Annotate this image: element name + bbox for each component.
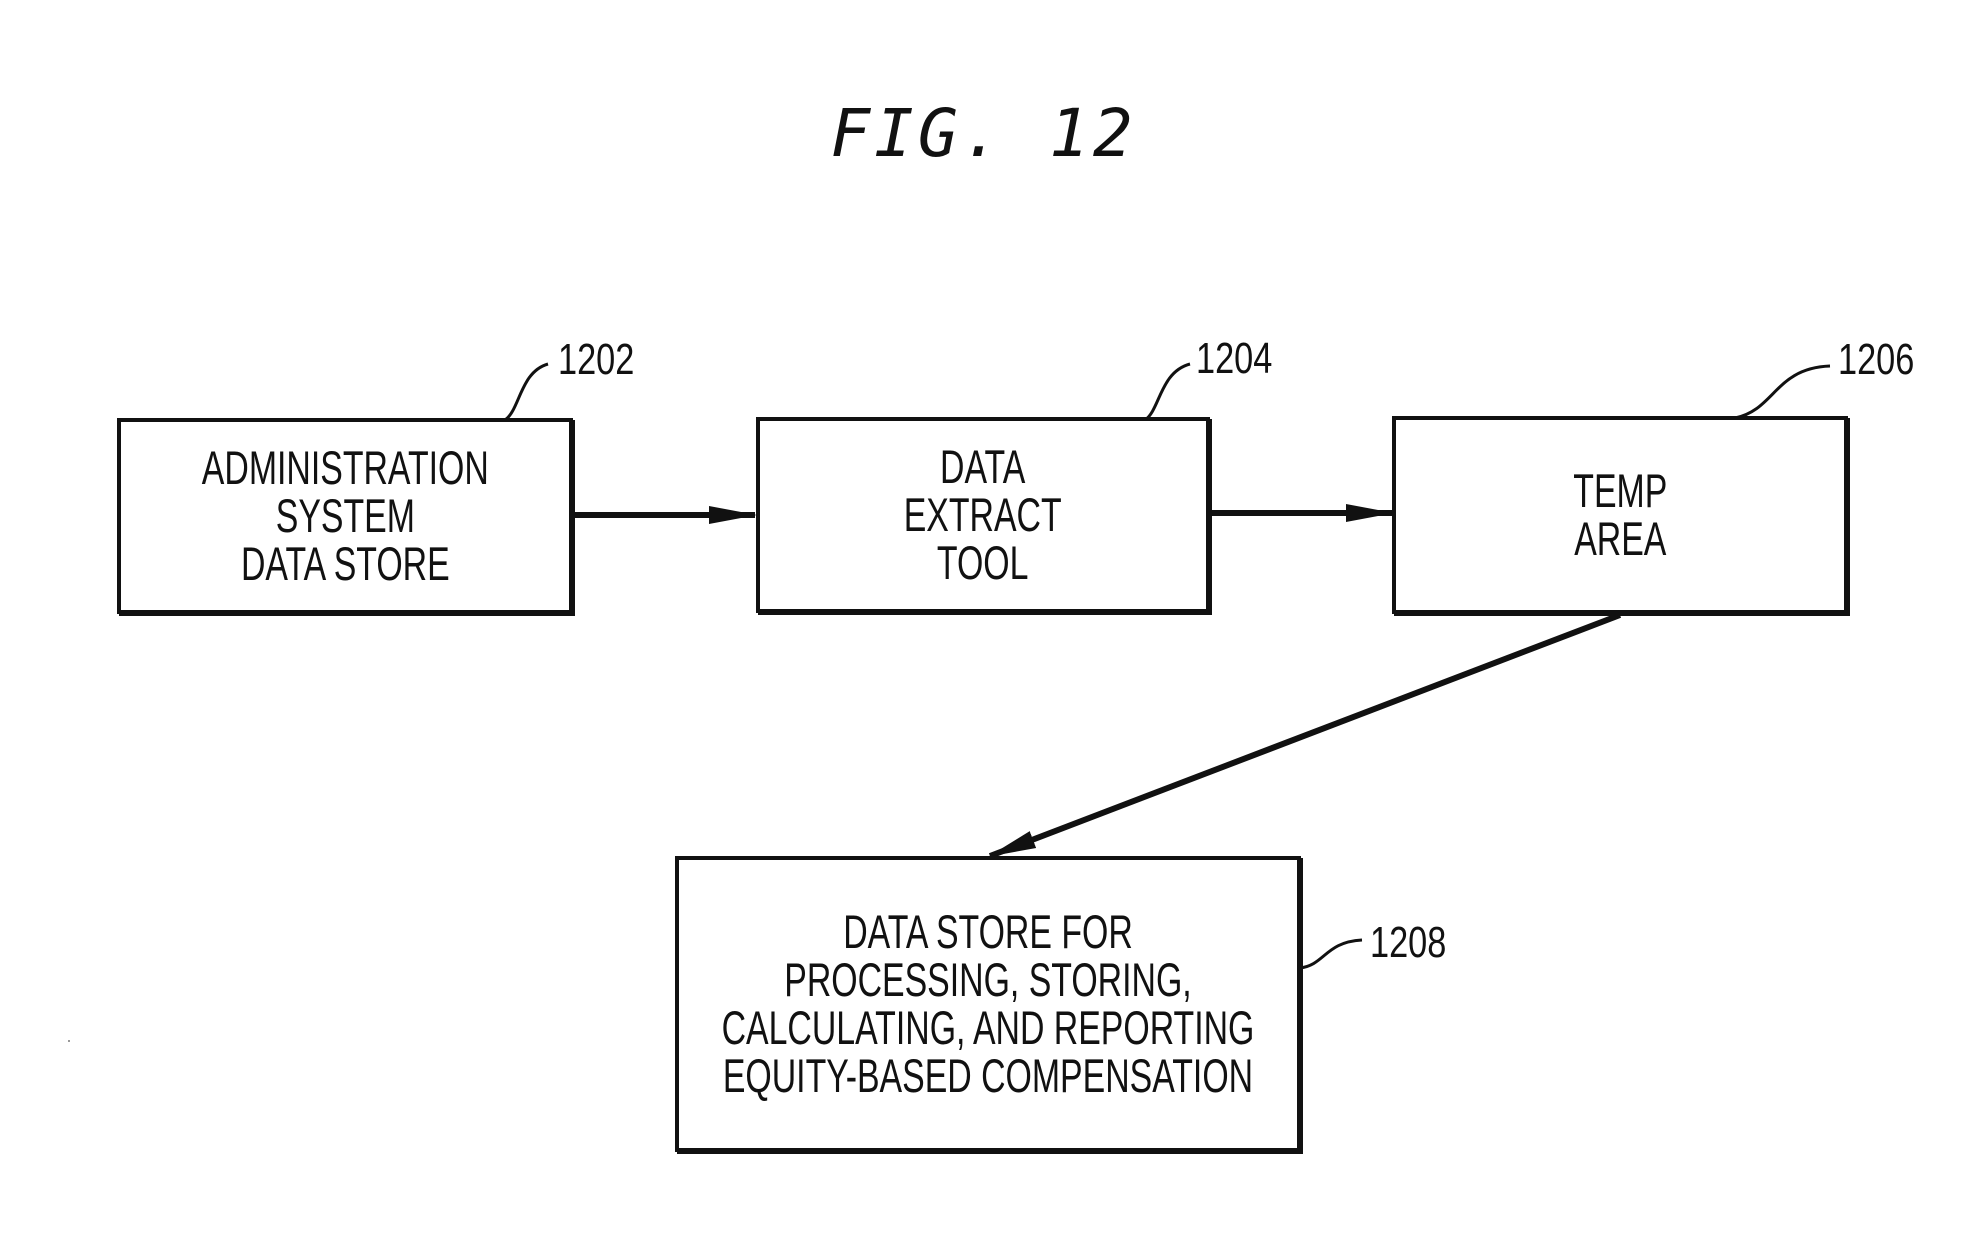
- box-1208-line: DATA STORE FOR: [722, 908, 1255, 956]
- leader-1206: [1735, 366, 1830, 418]
- box-1204-line: EXTRACT: [904, 491, 1062, 539]
- arrow-1206-to-1208: [990, 615, 1620, 856]
- box-administration-system-data-store: ADMINISTRATION SYSTEM DATA STORE: [117, 418, 573, 614]
- box-1202-line: SYSTEM: [201, 492, 488, 540]
- box-1208-line: CALCULATING, AND REPORTING: [722, 1004, 1255, 1052]
- box-1202-line: ADMINISTRATION: [201, 444, 488, 492]
- box-1206-line: AREA: [1573, 515, 1667, 563]
- ref-1208: 1208: [1370, 918, 1446, 968]
- box-1206-line: TEMP: [1573, 467, 1667, 515]
- box-temp-area: TEMP AREA: [1392, 416, 1848, 614]
- box-1208-label: DATA STORE FOR PROCESSING, STORING, CALC…: [722, 908, 1255, 1100]
- box-1208-line: PROCESSING, STORING,: [722, 956, 1255, 1004]
- ref-1206: 1206: [1838, 335, 1914, 385]
- scan-speck: [68, 1040, 70, 1042]
- leader-1204: [1145, 364, 1190, 420]
- ref-1204: 1204: [1196, 334, 1272, 384]
- leader-1202: [505, 364, 548, 420]
- box-1204-line: DATA: [904, 443, 1062, 491]
- ref-1202: 1202: [558, 335, 634, 385]
- box-1204-line: TOOL: [904, 539, 1062, 587]
- box-1202-label: ADMINISTRATION SYSTEM DATA STORE: [201, 444, 488, 588]
- box-1206-label: TEMP AREA: [1573, 467, 1667, 563]
- box-equity-compensation-data-store: DATA STORE FOR PROCESSING, STORING, CALC…: [675, 856, 1301, 1152]
- box-data-extract-tool: DATA EXTRACT TOOL: [756, 417, 1210, 613]
- box-1208-line: EQUITY-BASED COMPENSATION: [722, 1052, 1255, 1100]
- leader-1208: [1300, 940, 1362, 968]
- box-1202-line: DATA STORE: [201, 540, 488, 588]
- box-1204-label: DATA EXTRACT TOOL: [904, 443, 1062, 587]
